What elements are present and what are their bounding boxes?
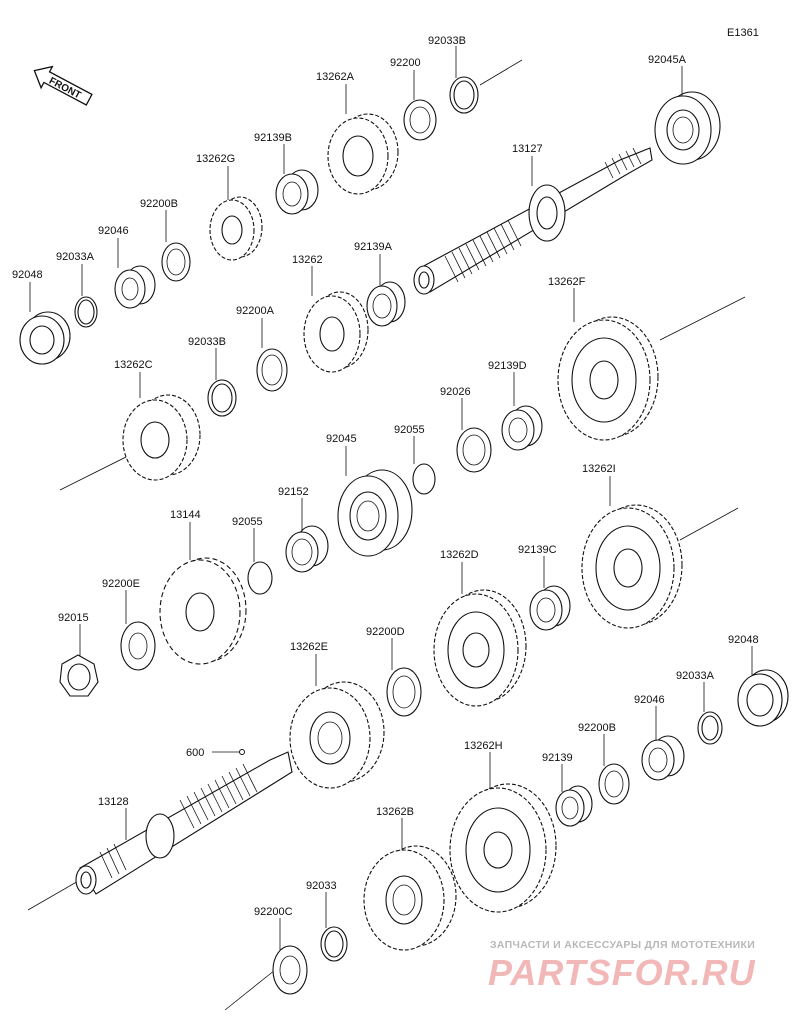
- bearing-92045: [337, 469, 413, 557]
- pin-600: [239, 749, 245, 755]
- washer-92200A: [256, 348, 288, 392]
- needle-bearing-92046-2: [641, 735, 685, 781]
- part-label: 92033A: [56, 251, 95, 263]
- part-label: 92046: [634, 694, 665, 706]
- bearing-92048: [19, 311, 71, 365]
- bearing-92048-2: [737, 669, 789, 727]
- washer-92200E: [120, 621, 156, 671]
- front-arrow-icon: FRONT: [33, 65, 93, 106]
- part-label: 92200: [390, 57, 421, 69]
- part-label: 600: [186, 747, 204, 759]
- part-label: 92048: [12, 269, 43, 281]
- axis-line: [659, 296, 746, 341]
- part-label: 13144: [170, 509, 201, 521]
- gear-13262I: [581, 504, 683, 629]
- part-label: 13262I: [582, 463, 616, 475]
- o-ring-92055: [412, 463, 436, 495]
- watermark: ЗАПЧАСТИ И АКСЕССУАРЫ ДЛЯ МОТОТЕХНИКИ PA…: [488, 939, 756, 993]
- gear-13262B: [363, 845, 457, 951]
- part-labels: 92033B 92200 13262A 92045A 13127 92139B …: [12, 35, 759, 918]
- part-label: 13262G: [196, 153, 235, 165]
- sprocket-13144: [159, 557, 247, 665]
- part-label: 92152: [278, 486, 309, 498]
- part-label: 92045A: [648, 54, 687, 66]
- part-label: 92139C: [518, 544, 557, 556]
- axis-line: [27, 879, 81, 911]
- gear-13262: [303, 291, 369, 373]
- washer-92200C: [272, 945, 308, 995]
- snap-ring-92033A: [74, 296, 98, 328]
- part-label: 13262A: [316, 71, 355, 83]
- shaft-13128: [75, 751, 293, 895]
- part-label: 92033A: [676, 670, 715, 682]
- needle-bearing-92139A: [366, 281, 406, 327]
- axis-line: [59, 454, 131, 491]
- axis-line: [224, 969, 276, 1011]
- washer-92200D: [386, 667, 422, 717]
- collar-92152: [285, 525, 329, 573]
- axis-line: [679, 507, 739, 541]
- needle-bearing-92139C: [529, 585, 571, 631]
- part-label: 92033: [306, 880, 337, 892]
- diagram-code: E1361: [727, 27, 759, 39]
- part-label: 13262B: [376, 806, 414, 818]
- shaft-13127: [413, 147, 653, 295]
- washer-92200B: [161, 242, 191, 282]
- leader-lines: [29, 46, 753, 950]
- part-label: 92200D: [366, 626, 405, 638]
- snap-ring-92033: [320, 926, 348, 962]
- part-label: 92200A: [236, 305, 275, 317]
- nut-92015: [59, 654, 99, 697]
- washer-92200B-2: [598, 763, 630, 805]
- gear-13262H: [449, 783, 557, 913]
- needle-bearing-92046: [114, 265, 156, 309]
- gear-13262E: [289, 681, 385, 789]
- snap-ring-92033A-2: [697, 711, 723, 745]
- part-label: 92200E: [102, 578, 140, 590]
- snap-ring-92033B-2: [207, 379, 237, 417]
- part-label: 92045: [326, 433, 357, 445]
- gear-13262A: [327, 113, 399, 195]
- part-label: 92048: [728, 634, 759, 646]
- collar-92139: [555, 785, 593, 827]
- part-label: 13262F: [548, 276, 586, 288]
- needle-bearing-92139B: [275, 169, 319, 215]
- gear-13262C: [122, 394, 201, 481]
- part-label: 92139D: [488, 360, 527, 372]
- part-label: 92055: [232, 516, 263, 528]
- part-label: 13262H: [464, 740, 503, 752]
- part-label: 13262: [292, 254, 323, 266]
- axis-line: [479, 59, 523, 86]
- part-label: 92139: [542, 752, 573, 764]
- part-label: 13128: [98, 796, 129, 808]
- part-label: 92033B: [428, 35, 466, 47]
- washer-92026: [456, 427, 492, 473]
- o-ring-92055-2: [247, 561, 273, 595]
- needle-bearing-92139D: [501, 405, 543, 451]
- gear-13262G: [209, 196, 263, 261]
- watermark-logo: PARTSFOR.RU: [488, 952, 756, 993]
- snap-ring-92033B: [449, 76, 479, 114]
- part-label: 92200B: [140, 198, 178, 210]
- part-label: 92200C: [254, 906, 293, 918]
- part-label: 92139A: [354, 241, 393, 253]
- bearing-92045A: [654, 91, 721, 165]
- part-label: 92139B: [254, 132, 292, 144]
- part-label: 92015: [58, 612, 89, 624]
- part-label: 92200B: [578, 722, 616, 734]
- part-label: 13262C: [114, 359, 153, 371]
- part-label: 92026: [440, 386, 471, 398]
- part-label: 92033B: [188, 336, 226, 348]
- gear-13262D: [433, 589, 527, 707]
- part-label: 92046: [98, 225, 129, 237]
- watermark-tagline: ЗАПЧАСТИ И АКСЕССУАРЫ ДЛЯ МОТОТЕХНИКИ: [490, 939, 755, 951]
- part-label: 13262E: [290, 641, 328, 653]
- gear-13262F: [557, 316, 659, 441]
- part-label: 13127: [512, 143, 543, 155]
- part-label: 92055: [394, 424, 425, 436]
- washer-92200: [403, 99, 437, 141]
- part-label: 13262D: [440, 549, 479, 561]
